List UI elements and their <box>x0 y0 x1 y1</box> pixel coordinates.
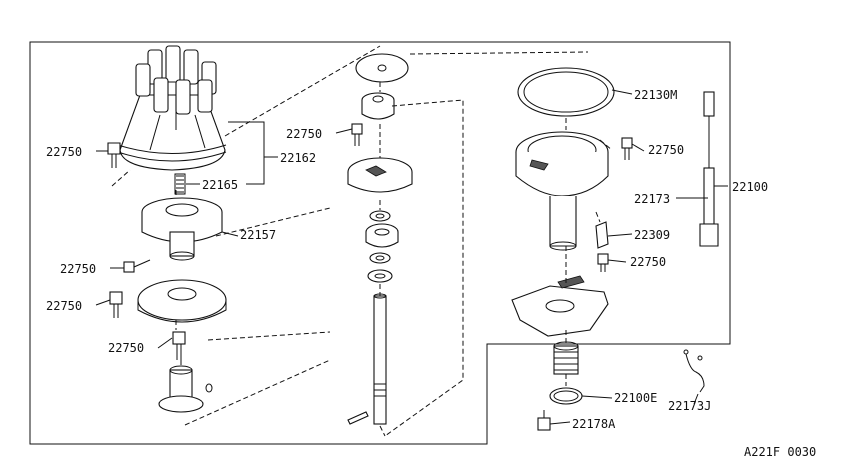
label-22100E: 22100E <box>614 391 657 405</box>
spring-part <box>174 173 186 195</box>
pin-part <box>347 411 369 425</box>
label-22750-housing-screw: 22750 <box>648 143 684 157</box>
plate-part <box>137 279 227 323</box>
wire-clip-part <box>683 349 705 393</box>
diagram-frame <box>29 41 731 445</box>
left-dashed-line <box>111 169 182 368</box>
collar-part <box>158 365 213 413</box>
left-to-center-dashed <box>184 45 381 426</box>
screw-part-f <box>621 137 633 160</box>
rotor-part <box>141 197 223 261</box>
leader-lines <box>95 89 708 425</box>
distributor-cap-part <box>117 45 227 171</box>
rotor-head-part <box>361 92 395 120</box>
label-22178A: 22178A <box>572 417 616 431</box>
screw-part-d <box>172 331 186 360</box>
label-22750-rotor-screw: 22750 <box>60 262 96 276</box>
label-22173J: 22173J <box>668 399 711 413</box>
label-22750-plate-screw: 22750 <box>630 255 666 269</box>
label-22165: 22165 <box>202 178 238 192</box>
label-22309: 22309 <box>634 228 670 242</box>
label-22750-cap-screw: 22750 <box>46 145 82 159</box>
right-dashed-line <box>565 118 613 386</box>
figure-code: A221F 0030 <box>744 445 816 459</box>
screw-part-e <box>351 123 363 146</box>
center-to-right-dashed <box>384 51 589 437</box>
label-22750-lower-screw: 22750 <box>108 341 144 355</box>
label-22100: 22100 <box>732 180 768 194</box>
label-22750-left-screw: 22750 <box>46 299 82 313</box>
washer-part-b <box>369 252 391 264</box>
bearing-part <box>365 223 399 248</box>
label-22750-center-screw: 22750 <box>286 127 322 141</box>
shaft-part <box>373 293 387 425</box>
screw-part-g <box>597 253 609 272</box>
signal-rotor-part <box>347 157 413 193</box>
gasket-part <box>517 67 615 117</box>
seal-disk-part <box>355 53 409 83</box>
center-dashed-line <box>379 82 386 437</box>
drive-gear-part <box>553 341 579 375</box>
screw-part-a <box>107 142 121 168</box>
washer-part-a <box>369 210 391 222</box>
label-22130M: 22130M <box>634 88 677 102</box>
screw-part-c <box>109 291 123 318</box>
advance-plate-part <box>511 275 609 337</box>
o-ring-part <box>549 387 583 405</box>
washer-part-c <box>367 269 393 283</box>
label-22173: 22173 <box>634 192 670 206</box>
sensor-part <box>699 91 719 247</box>
bracket-22162 <box>228 121 265 185</box>
label-22157: 22157 <box>240 228 276 242</box>
housing-part <box>515 131 609 251</box>
screw-part-b <box>123 259 151 273</box>
label-22162: 22162 <box>280 151 316 165</box>
screw-part-h <box>537 410 551 431</box>
clip-part <box>595 221 609 249</box>
